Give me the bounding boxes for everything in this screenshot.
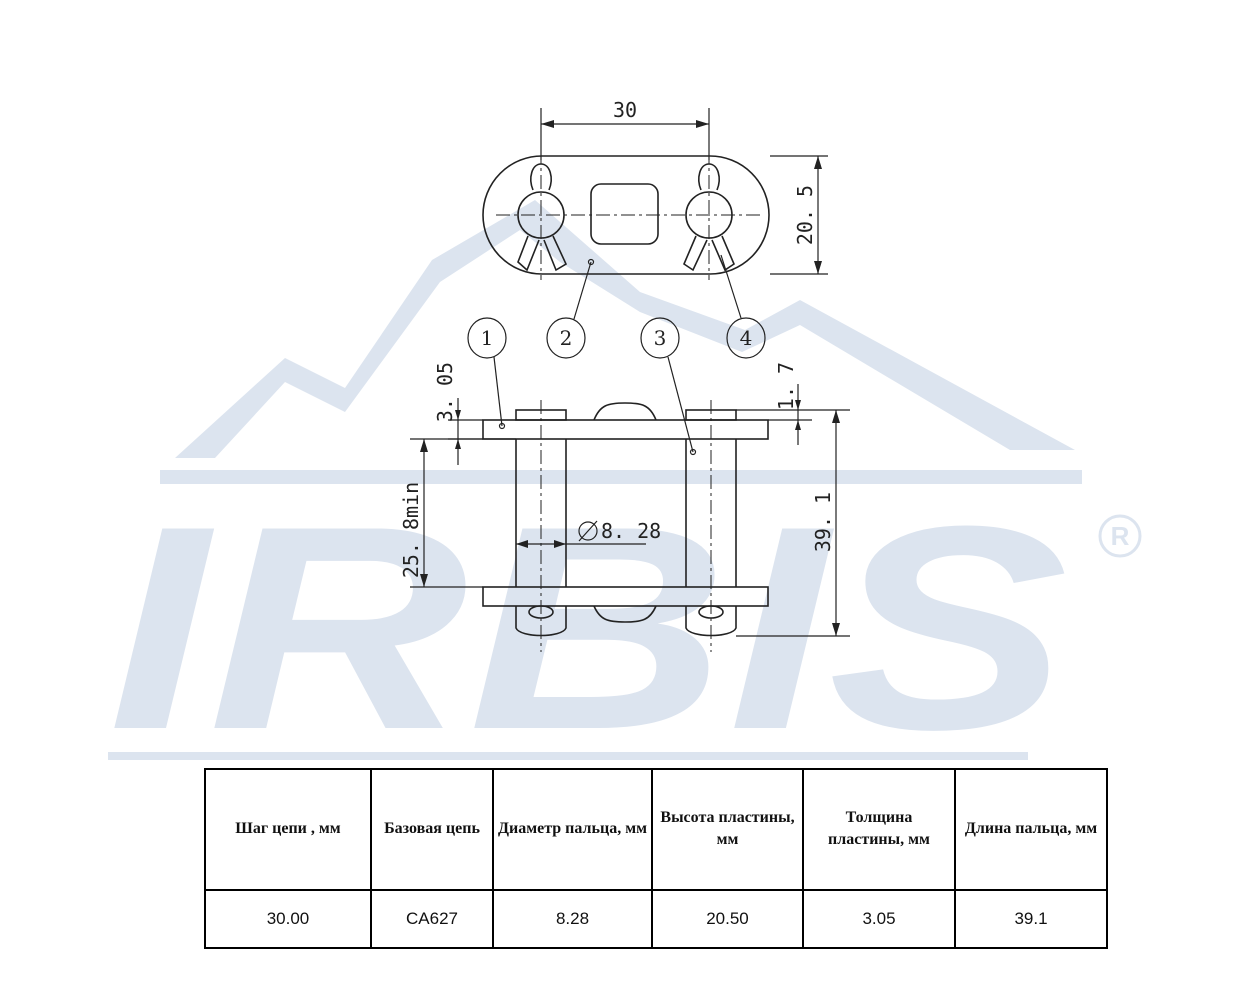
pitch-dimension	[540, 108, 710, 160]
watermark-mountain	[175, 200, 1075, 458]
callout-2: 2	[560, 326, 573, 350]
callouts	[467, 254, 766, 456]
callout-4: 4	[740, 326, 753, 350]
cell-pin-diameter: 8.28	[492, 888, 653, 950]
front-view-link	[482, 400, 769, 652]
dim-pin-length-label: 39. 1	[811, 492, 835, 552]
top-view-link-plate	[482, 150, 770, 280]
header-pin-length: Длина пальца, мм	[954, 768, 1108, 891]
inner-width-dimension	[410, 438, 516, 588]
header-plate-thickness: Толщина пластины, мм	[802, 768, 956, 891]
cell-plate-height: 20.50	[651, 888, 804, 950]
dim-gap-label: 1. 7	[774, 362, 798, 410]
cell-pin-length: 39.1	[954, 888, 1108, 950]
dim-pin-diameter-label: 8. 28	[601, 519, 661, 543]
pin-left	[517, 191, 565, 239]
watermark-bottom-bar	[108, 752, 1028, 760]
dim-plate-thickness-label: 3. 05	[433, 362, 457, 422]
spec-table: Шаг цепи , мм Базовая цепь Диаметр пальц…	[204, 768, 1108, 950]
table-row: 30.00 CA627 8.28 20.50 3.05 39.1	[204, 888, 1108, 950]
dim-pitch-label: 30	[613, 98, 637, 122]
header-pin-diameter: Диаметр пальца, мм	[492, 768, 653, 891]
header-chain-pitch: Шаг цепи , мм	[204, 768, 372, 891]
header-base-chain: Базовая цепь	[370, 768, 494, 891]
spec-table-header-row: Шаг цепи , мм Базовая цепь Диаметр пальц…	[204, 768, 1108, 891]
gap-dimension	[736, 384, 850, 445]
watermark-top-bar	[160, 470, 1082, 484]
watermark-registered-circle	[1098, 514, 1142, 558]
cell-chain-pitch: 30.00	[204, 888, 372, 950]
dim-inner-width-label: 25. 8min	[399, 482, 423, 578]
pin-right	[685, 191, 733, 239]
header-plate-height: Высота пластины, мм	[651, 768, 804, 891]
watermark-registered: R	[1111, 521, 1130, 551]
dim-plate-height-label: 20. 5	[793, 185, 817, 245]
plate-height-dimension	[770, 155, 828, 275]
pin-length-dimension	[736, 410, 850, 637]
callout-3: 3	[654, 326, 667, 350]
watermark-brand: IRBIS	[108, 466, 1070, 760]
callout-1: 1	[481, 326, 494, 350]
cell-base-chain: CA627	[370, 888, 494, 950]
technical-drawing: IRBIS R	[108, 98, 1142, 760]
watermark: IRBIS R	[108, 200, 1142, 760]
cell-plate-thickness: 3.05	[802, 888, 956, 950]
pin-diameter-dimension	[516, 520, 646, 548]
